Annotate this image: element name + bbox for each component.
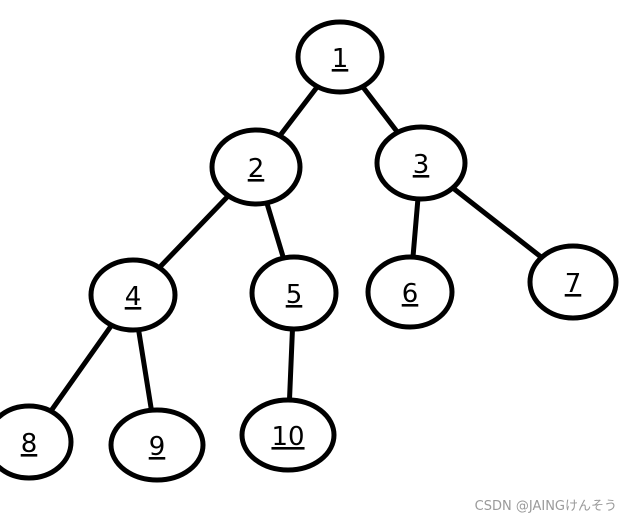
- tree-node-7: 7: [527, 243, 619, 321]
- node-circle-7: [527, 243, 619, 321]
- tree-node-2: 2: [209, 127, 303, 207]
- node-circle-9: [108, 407, 206, 483]
- node-circle-2: [209, 127, 303, 207]
- tree-node-3: 3: [374, 124, 468, 202]
- node-circle-10: [239, 397, 337, 473]
- node-circle-1: [295, 19, 385, 95]
- node-label-8: 8: [21, 429, 38, 459]
- node-label-1: 1: [332, 44, 349, 74]
- tree-node-5: 5: [249, 254, 339, 332]
- tree-node-4: 4: [88, 257, 178, 333]
- node-circle-5: [249, 254, 339, 332]
- node-circle-4: [88, 257, 178, 333]
- tree-edges: [26, 54, 576, 448]
- watermark-text: CSDN @JAINGけんそう: [474, 499, 617, 514]
- node-circle-8: [0, 403, 74, 481]
- tree-node-10: 10: [239, 397, 337, 473]
- node-label-5: 5: [286, 280, 303, 310]
- node-label-3: 3: [413, 150, 430, 180]
- node-label-6: 6: [402, 279, 419, 309]
- tree-nodes: 1 2 3 4 5 6 7 8 9 10: [0, 19, 619, 483]
- node-label-7: 7: [565, 269, 582, 299]
- tree-node-6: 6: [365, 254, 455, 330]
- node-label-9: 9: [149, 432, 166, 462]
- tree-node-9: 9: [108, 407, 206, 483]
- tree-node-8: 8: [0, 403, 74, 481]
- tree-node-1: 1: [295, 19, 385, 95]
- node-label-4: 4: [125, 282, 142, 312]
- node-label-10: 10: [271, 422, 304, 452]
- node-circle-6: [365, 254, 455, 330]
- node-label-2: 2: [248, 154, 265, 184]
- node-circle-3: [374, 124, 468, 202]
